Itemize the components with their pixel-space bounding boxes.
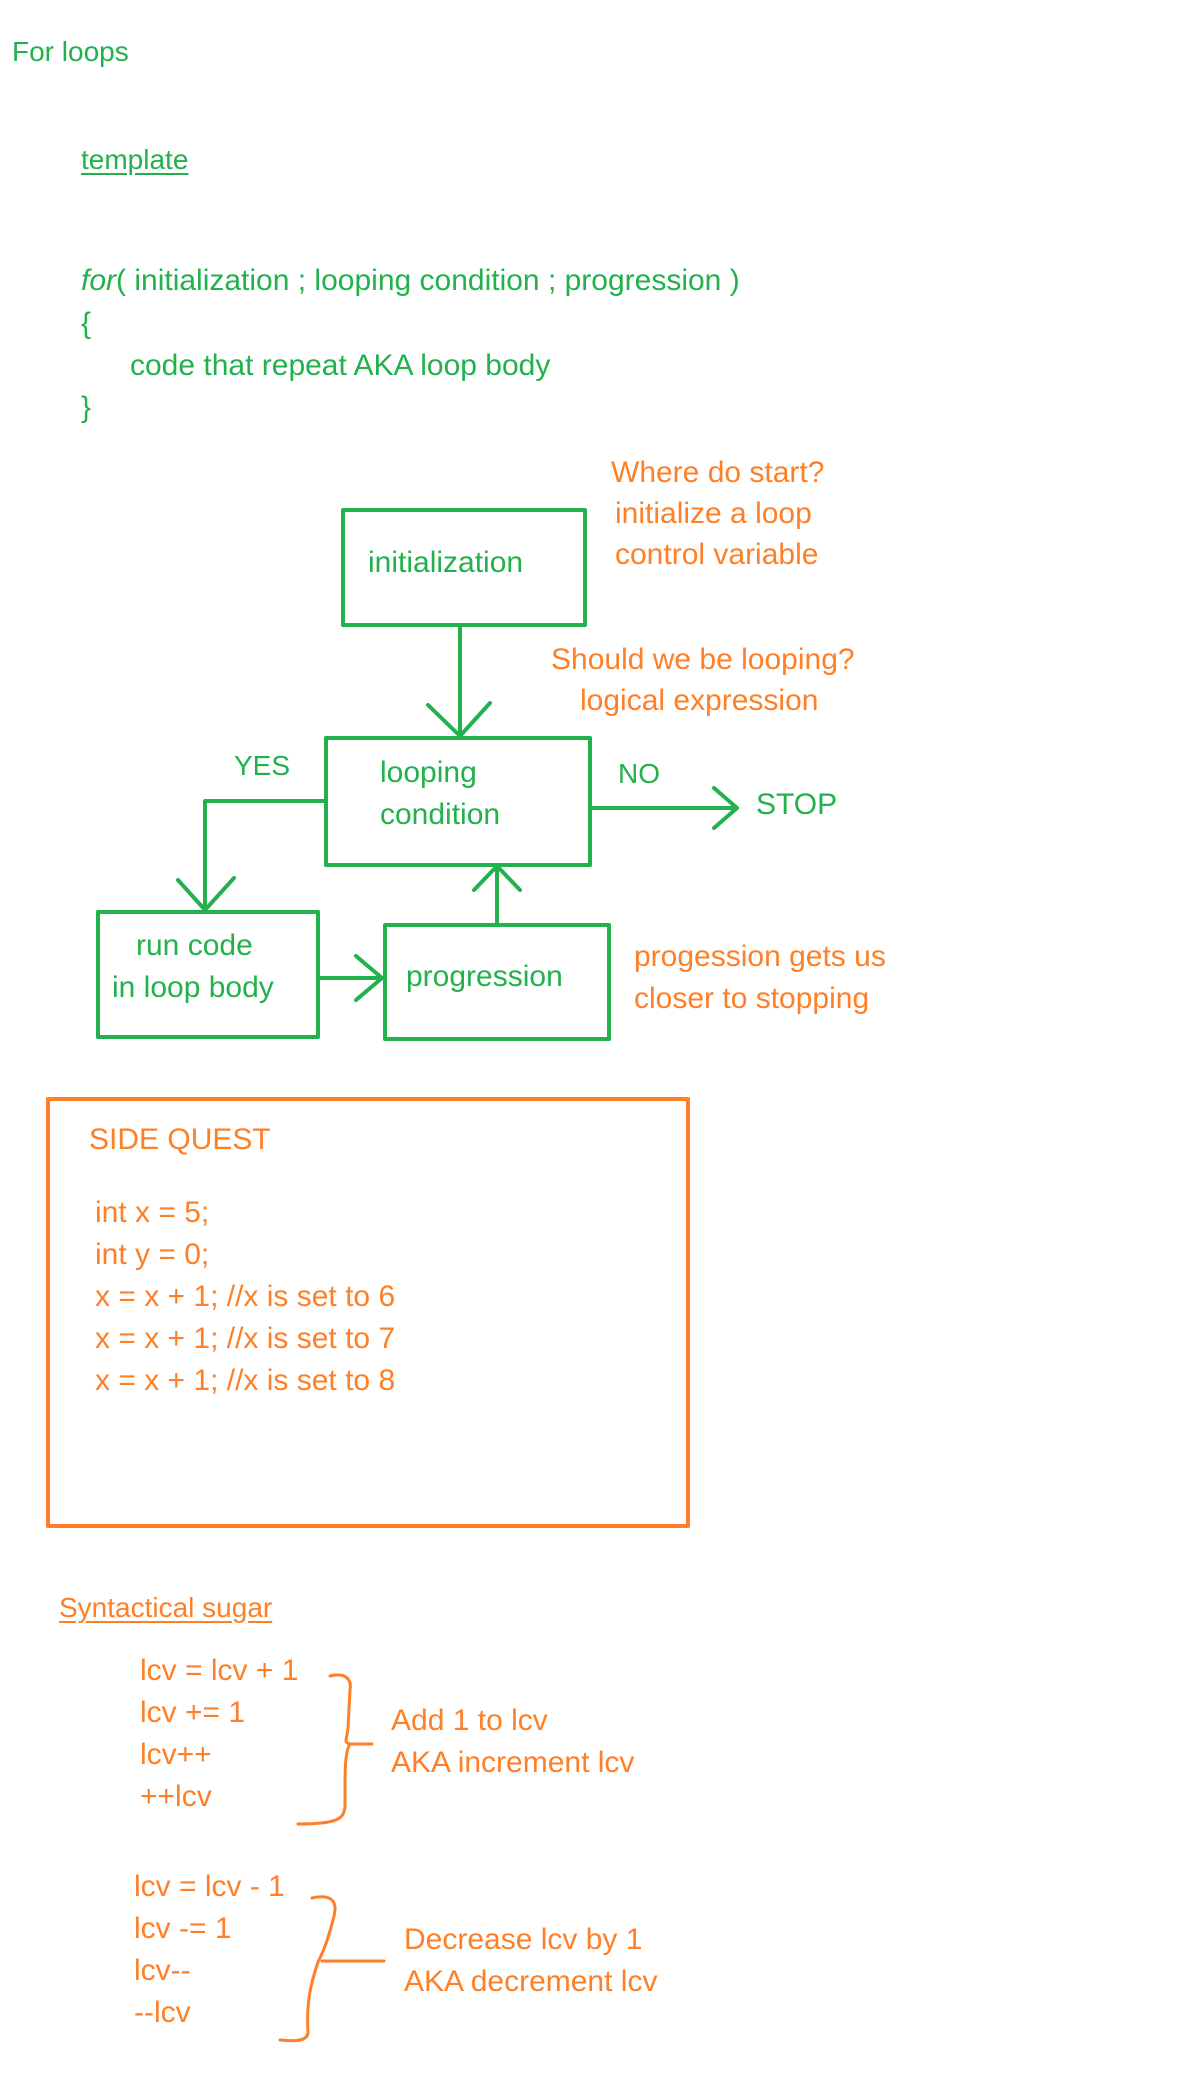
condition-label-line1: looping xyxy=(380,756,477,789)
side-quest-line: x = x + 1; //x is set to 8 xyxy=(95,1364,396,1397)
side-quest-line: int x = 5; xyxy=(95,1196,210,1229)
yes-label: YES xyxy=(234,750,291,781)
for-keyword: for xyxy=(81,264,117,297)
arrow-progression-to-condition xyxy=(472,864,522,925)
progression-note-line2: closer to stopping xyxy=(634,982,870,1015)
init-note-line3: control variable xyxy=(615,538,819,571)
for-loop-signature: for( initialization ; looping condition … xyxy=(81,266,740,296)
no-label: NO xyxy=(618,758,660,789)
initialization-box xyxy=(341,508,587,627)
open-brace: { xyxy=(81,307,92,340)
arrow-condition-to-stop xyxy=(590,786,739,830)
arrow-init-to-condition xyxy=(426,625,492,738)
side-quest-line: x = x + 1; //x is set to 6 xyxy=(95,1280,396,1313)
syntactical-sugar-heading: Syntactical sugar xyxy=(59,1592,273,1623)
arrow-yes-to-body xyxy=(176,799,326,912)
progression-label: progression xyxy=(406,960,563,993)
increment-form: lcv += 1 xyxy=(140,1696,246,1729)
side-quest-title: SIDE QUEST xyxy=(89,1123,271,1156)
body-label-line1: run code xyxy=(136,929,253,962)
close-brace: } xyxy=(81,391,92,424)
loop-body-line: code that repeat AKA loop body xyxy=(130,349,551,382)
arrow-body-to-progression xyxy=(318,954,384,1002)
condition-label-line2: condition xyxy=(380,798,501,831)
increment-form: lcv = lcv + 1 xyxy=(140,1654,299,1687)
init-note-line1: Where do start? xyxy=(611,456,825,489)
increment-description-line2: AKA increment lcv xyxy=(391,1746,635,1779)
increment-form: ++lcv xyxy=(140,1780,212,1813)
increment-brace xyxy=(296,1673,352,1826)
init-note-line2: initialize a loop xyxy=(615,497,812,530)
decrement-form: --lcv xyxy=(134,1996,191,2029)
page-title: For loops xyxy=(12,36,129,67)
progression-note-line1: progession gets us xyxy=(634,940,886,973)
decrement-brace xyxy=(278,1895,337,2043)
increment-form: lcv++ xyxy=(140,1738,212,1771)
stop-label: STOP xyxy=(756,788,838,821)
decrement-description-line1: Decrease lcv by 1 xyxy=(404,1923,643,1956)
decrement-form: lcv-- xyxy=(134,1954,191,1987)
decrement-form: lcv = lcv - 1 xyxy=(134,1870,285,1903)
initialization-label: initialization xyxy=(368,546,524,579)
decrement-form: lcv -= 1 xyxy=(134,1912,232,1945)
decrement-description-line2: AKA decrement lcv xyxy=(404,1965,658,1998)
side-quest-box xyxy=(46,1097,690,1528)
body-label-line2: in loop body xyxy=(112,971,274,1004)
side-quest-line: x = x + 1; //x is set to 7 xyxy=(95,1322,396,1355)
looping-condition-box xyxy=(324,736,592,867)
template-heading: template xyxy=(81,144,189,175)
condition-note-line1: Should we be looping? xyxy=(551,643,855,676)
condition-note-line2: logical expression xyxy=(580,684,819,717)
increment-description-line1: Add 1 to lcv xyxy=(391,1704,548,1737)
loop-body-box xyxy=(96,910,320,1039)
for-signature: ( initialization ; looping condition ; p… xyxy=(116,264,740,297)
side-quest-line: int y = 0; xyxy=(95,1238,210,1271)
